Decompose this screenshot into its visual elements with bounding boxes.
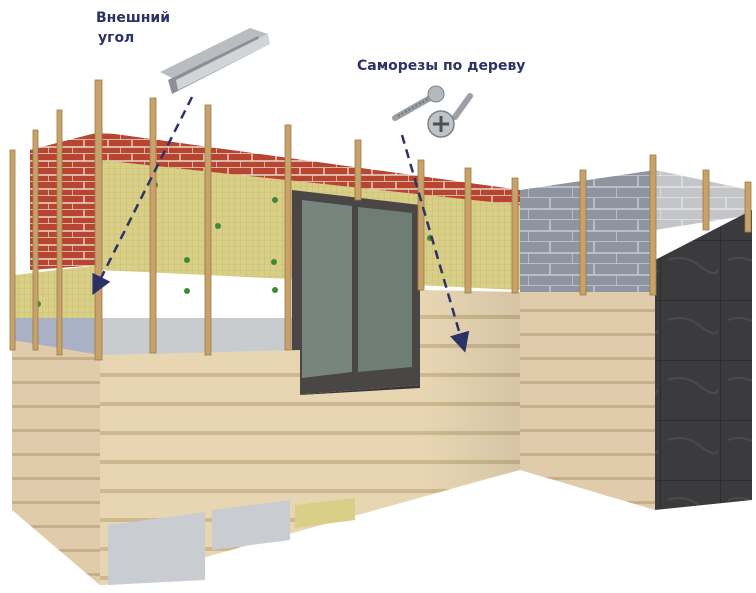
phillips-screw-head-icon: [427, 110, 455, 138]
wood-screw-icon: [392, 85, 473, 121]
window: [292, 190, 430, 403]
siding-side: [520, 292, 655, 510]
facade-panels: [655, 210, 752, 510]
dashed-arrow-icon: [92, 96, 470, 353]
wood-battens: [9, 79, 752, 361]
corner-label-line2: угол: [98, 30, 135, 46]
corner-label-line1: Внешний: [96, 10, 170, 26]
corner-profile-icon: [160, 28, 270, 94]
basement-opening: [108, 498, 355, 585]
screws-label: Саморезы по дереву: [357, 58, 526, 74]
block-wall: [520, 170, 750, 295]
siding-front: [12, 290, 520, 585]
